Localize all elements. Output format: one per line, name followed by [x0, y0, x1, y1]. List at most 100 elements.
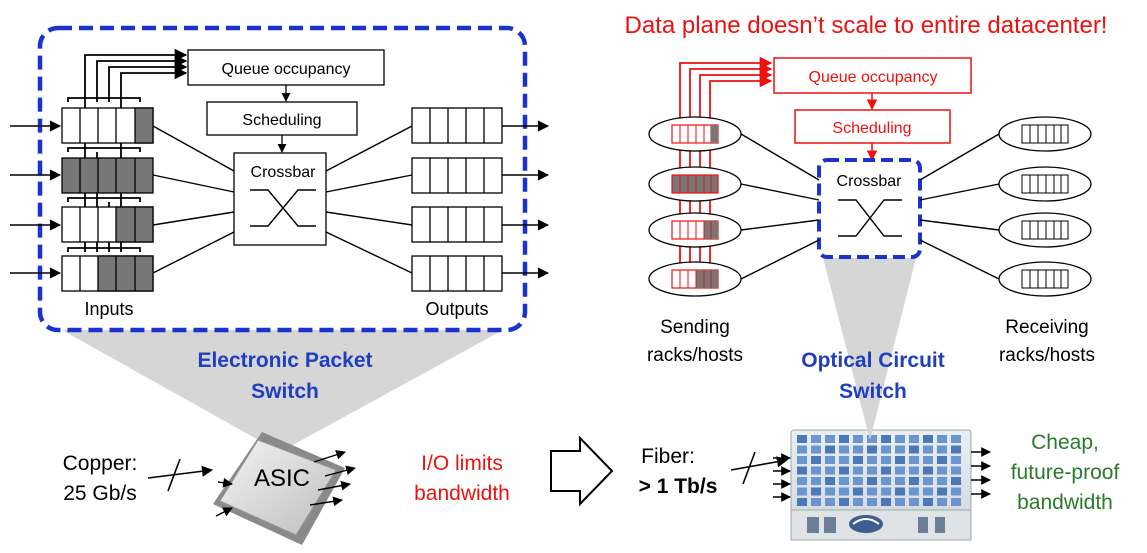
fiber-port	[909, 435, 919, 443]
fiber-port	[839, 498, 849, 506]
electronic-zoom-cone	[62, 330, 503, 452]
output-arrows	[502, 120, 550, 279]
fiber-port	[867, 487, 877, 496]
fiber-section: Fiber: > 1 Tb/s Cheap, future-proof	[639, 429, 1120, 541]
fiber-port	[895, 498, 905, 506]
red-queue-occupancy-label: Queue occupancy	[809, 69, 938, 86]
red-scheduling-box	[794, 109, 951, 144]
fiber-port	[881, 498, 891, 506]
fiber-port	[881, 456, 891, 464]
fiber-port	[909, 466, 919, 475]
fiber-port	[825, 498, 835, 506]
fiber-port	[881, 445, 891, 454]
queue-occupancy-box	[187, 49, 385, 86]
fiber-port	[797, 456, 807, 464]
outputs-label: Outputs	[425, 299, 488, 319]
fiber-port	[867, 466, 877, 475]
fiber-port	[895, 487, 905, 496]
fiber-port	[825, 456, 835, 464]
fiber-port	[867, 445, 877, 454]
red-queue-occupancy-box	[773, 57, 972, 94]
fiber-port	[797, 435, 807, 443]
fiber-port	[811, 466, 821, 475]
input-queue-2	[61, 157, 154, 194]
crossbar-x-icon	[250, 189, 316, 227]
fiber-port	[951, 456, 961, 464]
electronic-switch-title-line2: Switch	[251, 380, 319, 403]
fiber-port	[937, 435, 947, 443]
io-limits-line1: I/O limits	[421, 452, 503, 475]
sending-host-3	[648, 212, 742, 248]
fiber-label-line2: > 1 Tb/s	[639, 475, 718, 498]
sending-host-1	[648, 116, 742, 152]
fiber-port	[839, 456, 849, 464]
fiber-port	[839, 435, 849, 443]
fiber-port	[923, 456, 933, 464]
optical-crossbar-dashed-box	[817, 158, 922, 259]
fiber-port	[923, 477, 933, 485]
fiber-port	[839, 487, 849, 496]
fiber-port	[895, 445, 905, 454]
fiber-port	[923, 435, 933, 443]
fiber-port	[937, 456, 947, 464]
fiber-port	[881, 477, 891, 485]
electronic-switch-title-line1: Electronic Packet	[197, 349, 372, 372]
fiber-port	[811, 435, 821, 443]
fiber-port	[811, 445, 821, 454]
optical-switch-hardware-icon	[790, 429, 972, 541]
optical-crossbar-label: Crossbar	[837, 173, 903, 190]
fiber-port	[881, 435, 891, 443]
fiber-port	[811, 477, 821, 485]
transition-arrow-icon	[550, 435, 614, 507]
fiber-label-line1: Fiber:	[641, 445, 695, 468]
fiber-port	[951, 477, 961, 485]
fiber-port	[923, 487, 933, 496]
fiber-port	[797, 487, 807, 496]
fiber-port	[909, 487, 919, 496]
fiber-port	[853, 498, 863, 506]
crossbar-label: Crossbar	[251, 164, 317, 181]
scheduling-label: Scheduling	[242, 112, 321, 129]
cheap-label-line2: future-proof	[1011, 461, 1120, 484]
optical-switch-title-line1: Optical Circuit	[801, 349, 945, 372]
fiber-port	[853, 477, 863, 485]
input-queue-4	[61, 255, 154, 292]
optical-switch-title-line2: Switch	[839, 380, 907, 403]
fiber-port	[937, 498, 947, 506]
optical-crossbar-x-icon	[838, 199, 902, 237]
electronic-switch-diagram: Queue occupancy Scheduling Crossbar	[10, 25, 550, 452]
fiber-port	[951, 487, 961, 496]
fiber-port	[825, 487, 835, 496]
fiber-port	[909, 445, 919, 454]
fiber-port	[853, 456, 863, 464]
io-limits-line2: bandwidth	[414, 482, 510, 505]
fiber-port	[895, 435, 905, 443]
receiving-label-line1: Receiving	[1005, 317, 1088, 338]
fiber-port	[825, 435, 835, 443]
input-queue-3	[61, 206, 154, 243]
fiber-port	[881, 487, 891, 496]
fiber-port	[797, 477, 807, 485]
sending-host-4	[648, 261, 742, 297]
fiber-port	[853, 445, 863, 454]
fiber-port	[937, 466, 947, 475]
fiber-port	[825, 477, 835, 485]
fiber-port	[853, 487, 863, 496]
fiber-port	[923, 466, 933, 475]
sending-label-line1: Sending	[660, 317, 730, 338]
crossbar-box	[233, 152, 327, 246]
optical-zoom-cone	[823, 258, 916, 440]
receiving-label-line2: racks/hosts	[999, 345, 1095, 366]
fiber-port	[867, 435, 877, 443]
optical-switch-diagram: Queue occupancy Scheduling Crossbar	[647, 56, 1095, 440]
fiber-port	[937, 487, 947, 496]
fiber-port	[909, 477, 919, 485]
fiber-port	[825, 466, 835, 475]
receiving-hosts	[998, 116, 1092, 297]
fiber-port	[951, 466, 961, 475]
fiber-port	[853, 435, 863, 443]
fiber-port	[811, 456, 821, 464]
input-arrows	[10, 120, 62, 279]
